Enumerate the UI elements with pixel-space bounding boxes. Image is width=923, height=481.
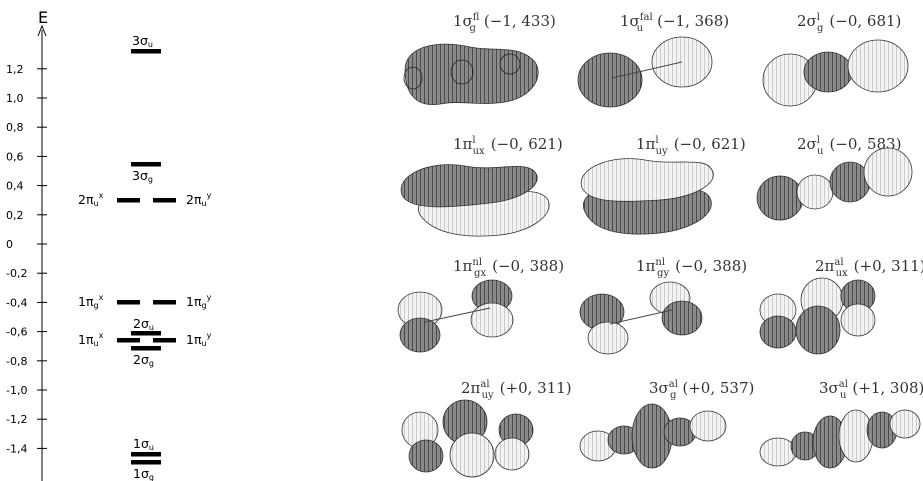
level-label-2sigma-u: 2σu <box>133 316 154 332</box>
level-1pi-gx <box>117 300 140 305</box>
orbital-image-9 <box>760 278 875 354</box>
level-2sigma-g <box>131 346 161 351</box>
level-label-3sigma-u: 3σu <box>132 33 153 49</box>
orbital-image-5 <box>581 159 713 234</box>
energy-level-diagram: E 1,2 1,0 0,8 0,6 0,4 0,2 0 -0,2 -0,4 -0,6 -0,8 -1,… <box>6 8 212 481</box>
level-3sigma-g <box>131 162 161 167</box>
level-label-1pi-uy: 1πuy <box>186 331 212 348</box>
axis-tick-label: 0,8 <box>6 121 24 134</box>
level-2pi-ux <box>117 198 140 203</box>
level-1pi-ux <box>117 338 140 343</box>
orbital-image-4 <box>401 165 549 236</box>
level-label-1pi-gx: 1πgx <box>78 293 104 310</box>
level-label-2pi-ux: 2πux <box>78 191 104 208</box>
level-label-1sigma-u: 1σu <box>133 436 154 452</box>
axis-tick-label: 1,2 <box>6 63 24 76</box>
level-2sigma-u <box>131 331 161 336</box>
orbital-image-11 <box>580 404 726 468</box>
orbital-image-12 <box>760 410 920 468</box>
axis-label: E <box>38 8 48 27</box>
level-label-2sigma-g: 2σg <box>133 352 154 368</box>
level-1pi-gy <box>153 300 176 305</box>
axis-ticks: 1,2 1,0 0,8 0,6 0,4 0,2 0 -0,2 -0,4 -0,6 -0,8 -1,0 -… <box>6 63 47 456</box>
axis-tick-label: -0,8 <box>6 355 27 368</box>
axis-tick-label: 0,4 <box>6 180 24 193</box>
level-label-1sigma-g: 1σg <box>133 466 154 481</box>
orbital-image-10 <box>402 400 533 477</box>
orbital-image-7 <box>398 280 513 352</box>
level-label-1pi-ux: 1πux <box>78 331 104 348</box>
orbital-image-3 <box>763 40 908 106</box>
axis-tick-label: -1,0 <box>6 384 27 397</box>
axis-tick-label: 1,0 <box>6 92 24 105</box>
orbital-image-1 <box>404 44 538 105</box>
level-label-2pi-uy: 2πuy <box>186 191 212 208</box>
level-1pi-uy <box>153 338 176 343</box>
orbital-image-6 <box>757 148 912 220</box>
axis-tick-label: 0 <box>6 238 13 251</box>
level-2pi-uy <box>153 198 176 203</box>
level-1sigma-u <box>131 452 161 457</box>
axis-tick-label: -1,2 <box>6 413 27 426</box>
axis-tick-label: -1,4 <box>6 442 27 455</box>
axis-tick-label: 0,6 <box>6 150 24 163</box>
level-label-1pi-gy: 1πgy <box>186 293 212 310</box>
level-label-3sigma-g: 3σg <box>132 168 153 184</box>
axis-tick-label: -0,6 <box>6 326 27 339</box>
axis-tick-label: -0,2 <box>6 267 27 280</box>
axis-tick-label: 0,2 <box>6 209 24 222</box>
level-3sigma-u <box>131 49 161 54</box>
orbital-image-8 <box>580 282 702 354</box>
orbital-image-2 <box>578 37 712 107</box>
level-1sigma-g <box>131 460 161 465</box>
axis-tick-label: -0,4 <box>6 296 27 309</box>
